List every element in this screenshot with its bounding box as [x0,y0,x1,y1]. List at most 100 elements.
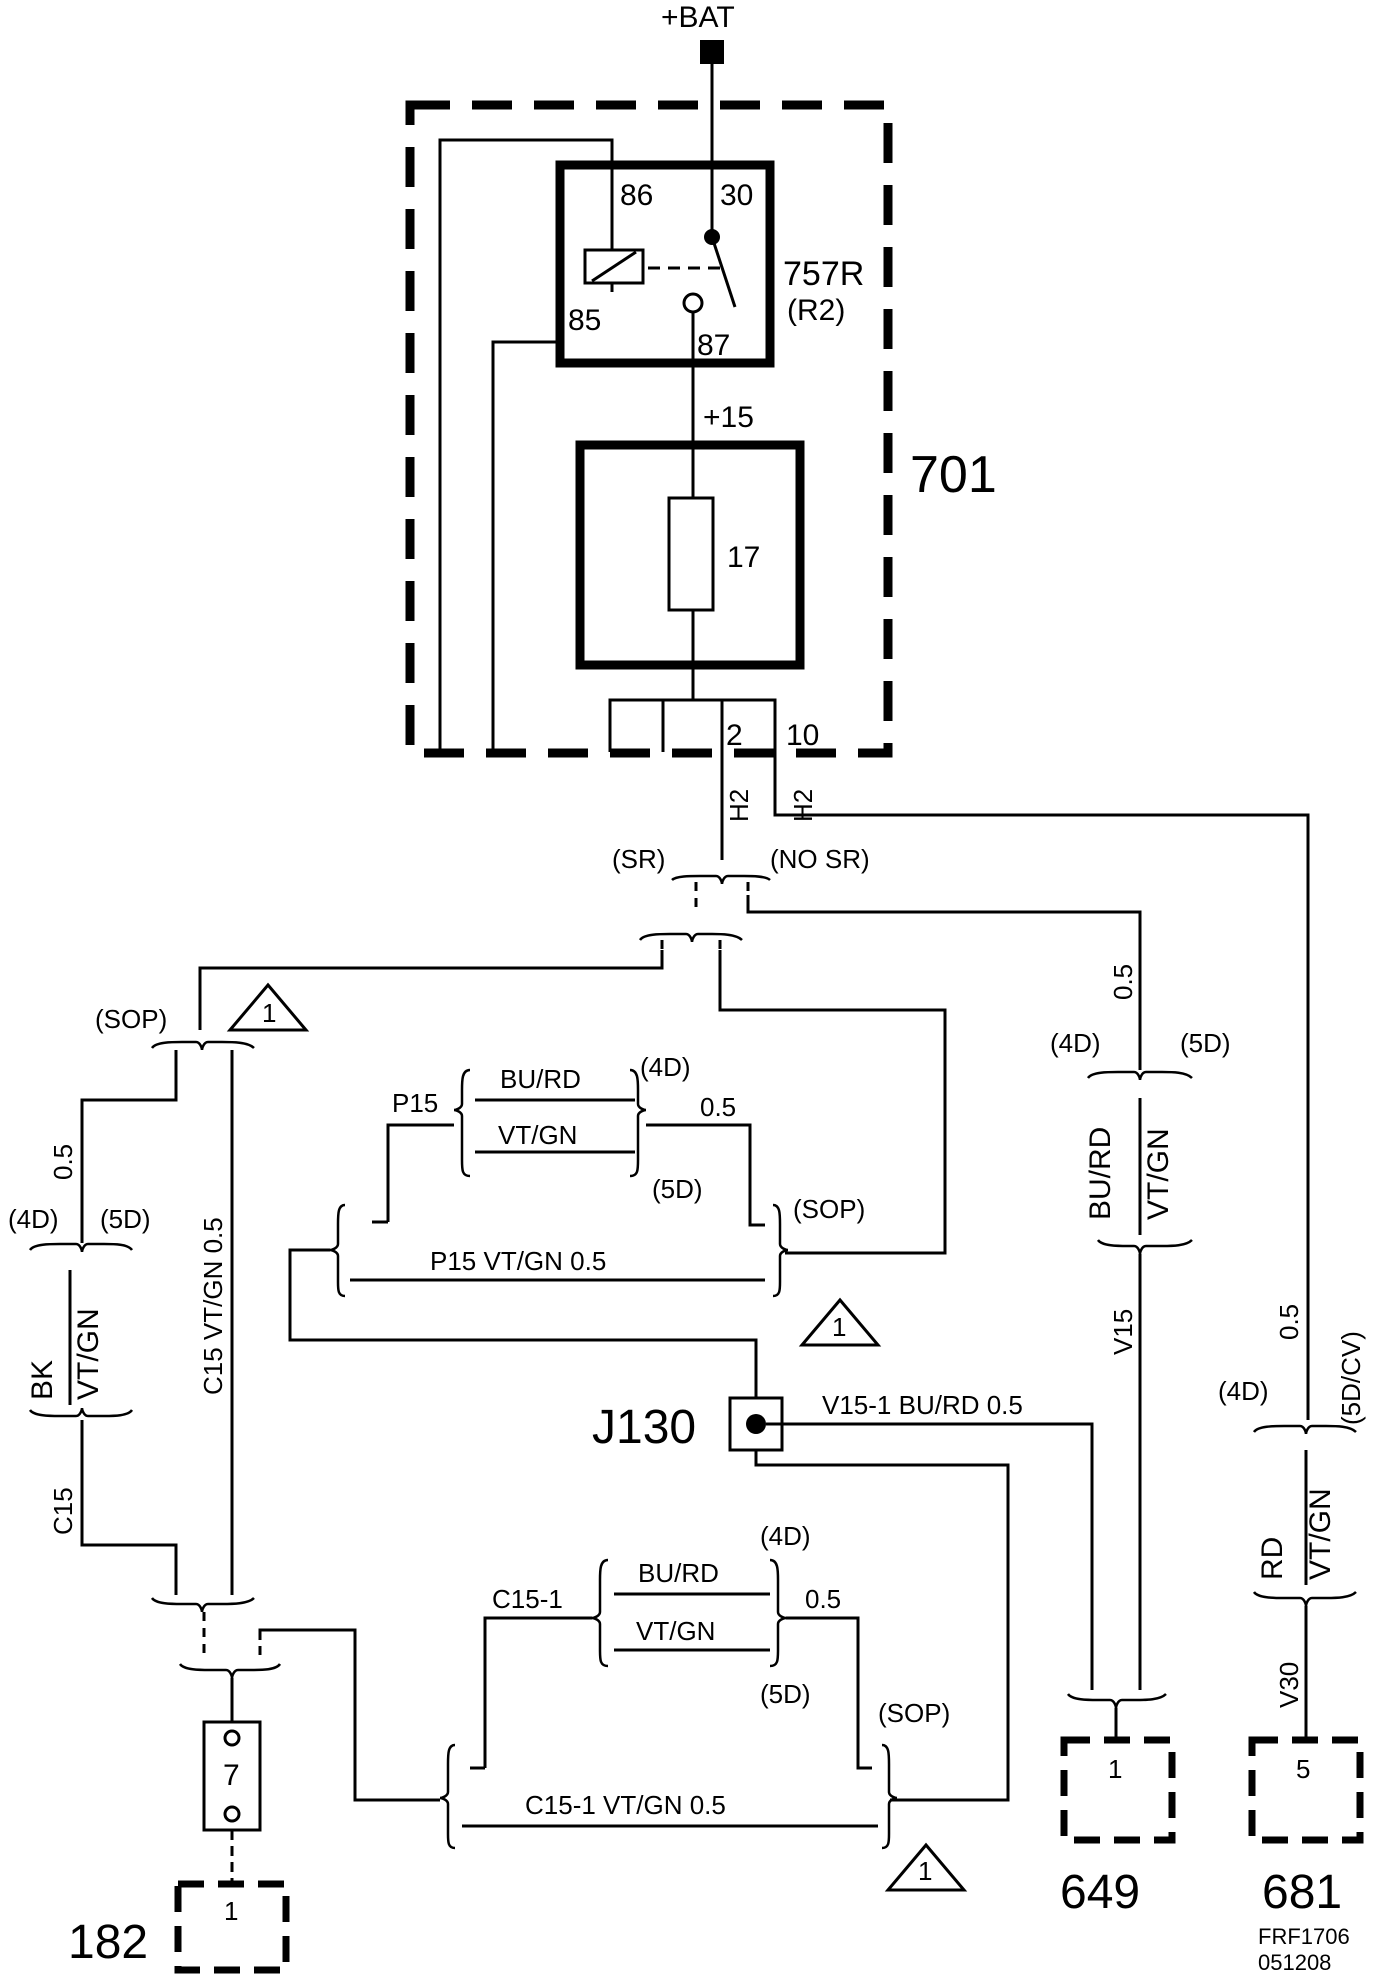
note-1-label: 1 [262,998,276,1028]
c15-1-sop: (SOP) [878,1698,950,1728]
c15-1-feed-wire [258,1628,440,1802]
bk-wire-size: 0.5 [48,1144,78,1180]
footer-ref: FRF1706 [1258,1924,1350,1949]
fuse-7-terminal-top [223,1729,241,1747]
p15-burd-label: BU/RD [500,1064,581,1094]
p15-full-label: P15 VT/GN 0.5 [430,1246,606,1276]
coil-85-wire [491,340,560,752]
relay-pin-30: 30 [720,179,753,212]
p15-brace-right [629,1068,647,1178]
c15-1-return-wire [754,1450,1010,1802]
v15-5d: (5D) [1180,1028,1231,1058]
sop-split-brace [638,932,743,943]
conn-h2-a: H2 [724,789,754,822]
p15-return-wire [288,1248,758,1398]
fuse-7-terminal-bottom [223,1805,241,1823]
relay-body [555,160,775,368]
relay-coil-mark [591,250,637,283]
relay-id: 757R [783,255,864,293]
left-sop-brace [150,1040,255,1051]
p15-left-wire [386,1123,454,1222]
c15-wire [80,1420,178,1595]
variant-no-sr: (NO SR) [770,844,870,874]
note-triangle-1 [226,982,310,1032]
component-681-outline [1248,1736,1364,1844]
fuse-box-outline [405,100,893,758]
pin-2-label: 2 [726,719,743,752]
note-triangle-2 [798,1297,882,1347]
splice-j130-dot [746,1414,766,1434]
relay-pin-86: 86 [620,179,653,212]
v30-5dcv: (5D/CV) [1336,1331,1366,1425]
c15-1-size: 0.5 [805,1584,841,1614]
c649-brace [1066,1693,1167,1709]
fuse-box-id: 701 [910,446,997,504]
note-triangle-3 [884,1842,968,1892]
v15-brace-bottom [1096,1239,1193,1255]
c15-label: C15 [48,1487,78,1535]
v15-burd-label: BU/RD [1084,1127,1117,1220]
relay-pin-85: 85 [568,304,601,337]
p15-label: P15 [392,1088,438,1118]
p15-lower-brace-right [772,1203,789,1298]
left-variant-brace-top [28,1242,134,1253]
c15-1-lower-brace-left [439,1743,456,1850]
pin-10-label: 10 [786,719,819,752]
c15-1-left-wire [483,1616,592,1768]
p15-sop: (SOP) [793,1194,865,1224]
component-681-id: 681 [1262,1866,1342,1919]
pin10-wire [773,752,1310,1420]
bk-wire-upper [80,1050,178,1243]
component-649-outline [1060,1736,1176,1844]
c15-1-4d: (4D) [760,1521,811,1551]
v30-label: V30 [1274,1662,1304,1708]
relay-contact-87 [682,292,704,314]
sop-feed-wire [198,950,664,1030]
left-vtgn-label: VT/GN [72,1308,105,1400]
c15-1-brace-right [769,1558,787,1668]
left-variant-sop: (SOP) [95,1004,167,1034]
c15-1-5d: (5D) [760,1679,811,1709]
c15-1-vtgn-label: VT/GN [636,1616,715,1646]
component-649-pin: 1 [1108,1754,1122,1784]
c15-1-full-label: C15-1 VT/GN 0.5 [525,1790,726,1820]
note-2-label: 1 [832,1312,846,1342]
component-681-pin: 5 [1296,1754,1310,1784]
p15-brace-left [453,1068,471,1178]
v15-brace-top [1086,1070,1193,1081]
v30-size: 0.5 [1274,1304,1304,1340]
c15-1-right-wire [786,1616,872,1770]
left-bk-label: BK [26,1360,59,1400]
relay-pin-87: 87 [697,329,730,362]
internal-bus [608,698,777,752]
left-4d: (4D) [8,1204,59,1234]
relay-switch-arm [710,236,737,308]
v30-rd-label: RD [1256,1537,1289,1580]
coil-86-wire [438,138,614,752]
v30-4d: (4D) [1218,1376,1269,1406]
p15-5d: (5D) [652,1174,703,1204]
relay-alt-id: (R2) [787,294,845,327]
v15-size: 0.5 [1108,964,1138,1000]
fuse-holder [575,440,805,670]
no-sr-wire [746,895,1142,1070]
v30-brace-bottom [1252,1591,1357,1607]
battery-label: +BAT [661,1,735,34]
v15-4d: (4D) [1050,1028,1101,1058]
left-variant-brace-bottom [28,1407,134,1418]
p15-4d: (4D) [640,1052,691,1082]
c15-1-label: C15-1 [492,1584,563,1614]
component-182-pin: 1 [224,1896,238,1926]
fuse-rail-label: +15 [703,401,754,434]
fuse-7-id: 7 [223,1759,240,1792]
left-5d: (5D) [100,1204,151,1234]
conn-h2-b: H2 [788,789,818,822]
component-182-id: 182 [68,1916,148,1969]
v15-1-label: V15-1 BU/RD 0.5 [822,1390,1023,1420]
relay-coil [583,248,645,285]
p15-right-wire [646,1123,765,1227]
p15-vtgn-label: VT/GN [498,1120,577,1150]
p15-size: 0.5 [700,1092,736,1122]
